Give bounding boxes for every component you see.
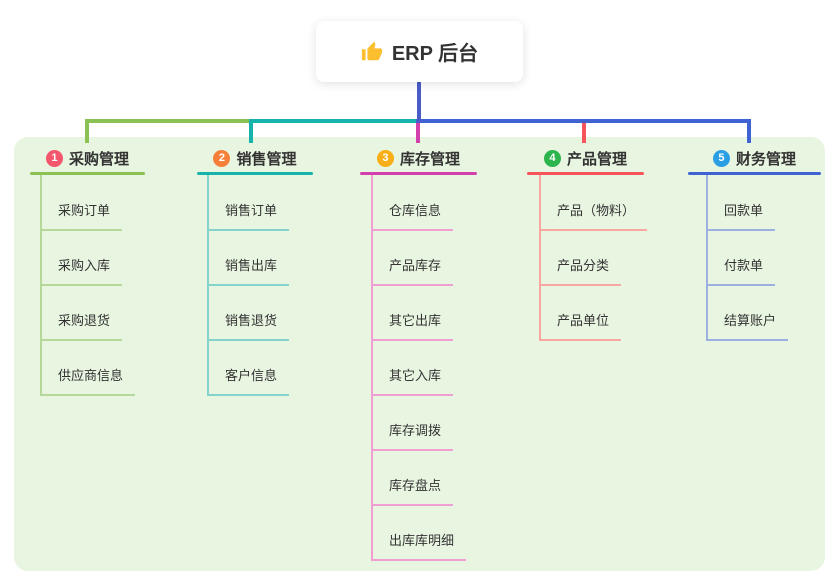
branch-node-3[interactable]: 3 库存管理: [360, 147, 477, 169]
branch-underline: [197, 172, 313, 175]
connector-drop: [416, 119, 420, 143]
branch-underline: [688, 172, 821, 175]
connector-horizontal-segment: [249, 119, 420, 123]
child-node[interactable]: 供应商信息: [40, 367, 136, 396]
connector-drop: [747, 119, 751, 143]
child-node[interactable]: 其它入库: [371, 367, 454, 396]
branch-label: 库存管理: [399, 150, 460, 168]
connector-root-vertical: [417, 82, 421, 123]
branch-number-badge: 5: [712, 149, 730, 167]
child-spine-line: [207, 175, 209, 396]
branch-number-badge: 1: [45, 149, 63, 167]
child-node[interactable]: 付款单: [706, 257, 776, 286]
branch-node-1[interactable]: 1 采购管理: [30, 147, 145, 169]
branch-underline: [360, 172, 477, 175]
branch-node-5[interactable]: 5 财务管理: [688, 147, 821, 169]
child-node[interactable]: 出库库明细: [371, 532, 467, 561]
branch-label: 销售管理: [236, 150, 297, 168]
child-spine-line: [539, 175, 541, 341]
branch-node-2[interactable]: 2 销售管理: [197, 147, 313, 169]
child-node[interactable]: 产品分类: [539, 257, 622, 286]
child-node[interactable]: 产品单位: [539, 312, 622, 341]
branch-label: 产品管理: [566, 150, 627, 168]
branch-number-badge: 3: [376, 149, 394, 167]
connector-horizontal-segment: [416, 119, 751, 123]
child-node[interactable]: 产品库存: [371, 257, 454, 286]
child-node[interactable]: 仓库信息: [371, 202, 454, 231]
child-node[interactable]: 销售退货: [207, 312, 290, 341]
child-node[interactable]: 回款单: [706, 202, 776, 231]
child-node[interactable]: 销售出库: [207, 257, 290, 286]
child-node[interactable]: 采购订单: [40, 202, 123, 231]
root-label: ERP 后台: [391, 43, 479, 65]
branch-number-badge: 4: [543, 149, 561, 167]
root-node[interactable]: ERP 后台: [316, 21, 523, 82]
child-spine-line: [706, 175, 708, 341]
branch-label: 采购管理: [68, 150, 129, 168]
branch-underline: [527, 172, 644, 175]
child-node[interactable]: 采购入库: [40, 257, 123, 286]
branch-number-badge: 2: [213, 149, 231, 167]
connector-drop: [85, 119, 89, 143]
child-node[interactable]: 销售订单: [207, 202, 290, 231]
thumbs-up-icon: [361, 41, 383, 63]
branch-node-4[interactable]: 4 产品管理: [527, 147, 644, 169]
connector-drop: [582, 119, 586, 143]
child-node[interactable]: 库存调拨: [371, 422, 454, 451]
child-node[interactable]: 库存盘点: [371, 477, 454, 506]
branch-label: 财务管理: [735, 150, 796, 168]
child-node[interactable]: 其它出库: [371, 312, 454, 341]
child-node[interactable]: 客户信息: [207, 367, 290, 396]
child-spine-line: [40, 175, 42, 396]
child-node[interactable]: 结算账户: [706, 312, 789, 341]
child-node[interactable]: 采购退货: [40, 312, 123, 341]
connector-horizontal-segment: [85, 119, 253, 123]
child-node[interactable]: 产品（物料）: [539, 202, 648, 231]
child-spine-line: [371, 175, 373, 561]
connector-drop: [249, 119, 253, 143]
mindmap-panel: [14, 137, 825, 571]
branch-underline: [30, 172, 145, 175]
